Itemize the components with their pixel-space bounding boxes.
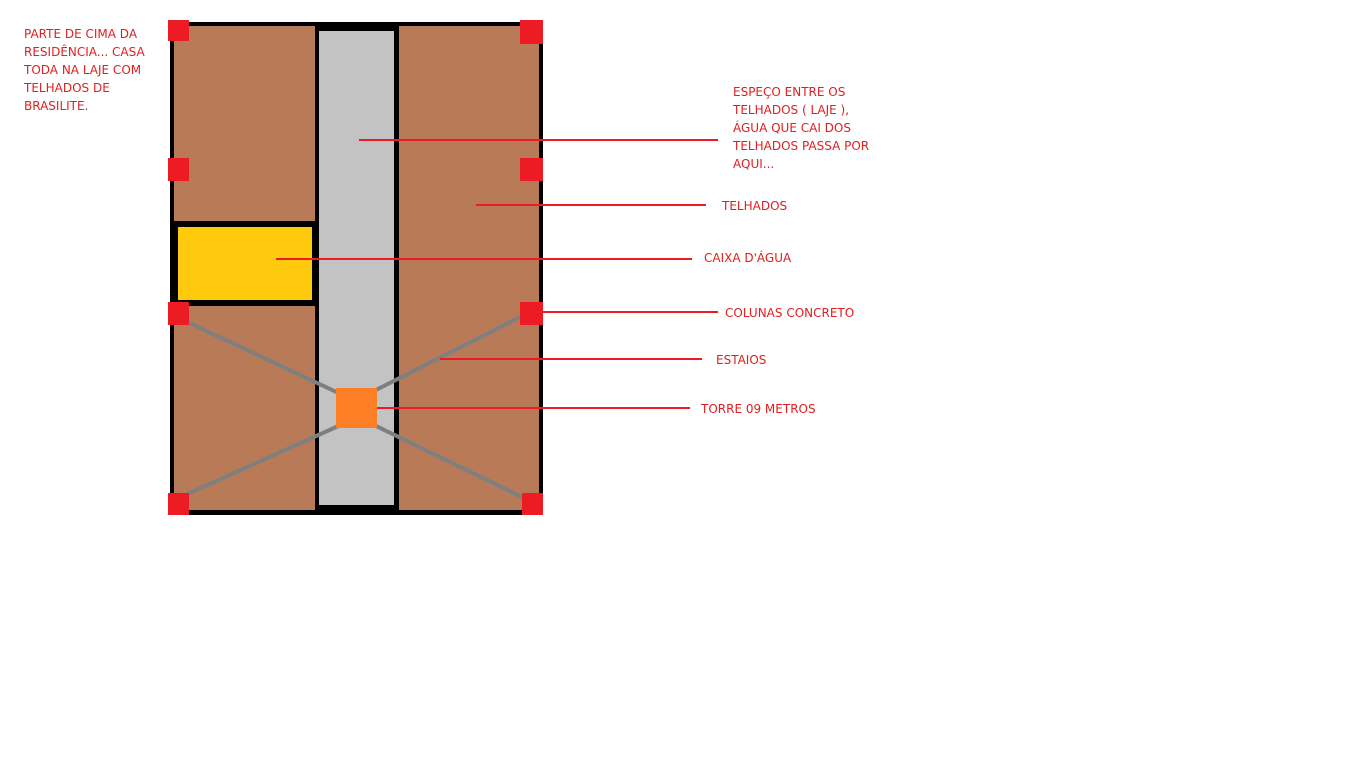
tower bbox=[336, 388, 377, 428]
roof-right bbox=[399, 26, 539, 510]
label-caixa: CAIXA D'ÁGUA bbox=[704, 250, 792, 265]
central-slab bbox=[319, 31, 394, 505]
column bbox=[168, 158, 189, 181]
guy-wire bbox=[369, 311, 529, 395]
note-text: PARTE DE CIMA DA RESIDÊNCIA... CASA TODA… bbox=[24, 27, 145, 113]
concrete-columns bbox=[168, 20, 543, 515]
column bbox=[168, 302, 189, 325]
roof-left-top bbox=[174, 26, 315, 221]
column bbox=[520, 302, 543, 325]
water-tank bbox=[178, 227, 312, 300]
column bbox=[168, 493, 189, 515]
label-telhados: TELHADOS bbox=[721, 199, 787, 213]
guy-wire bbox=[369, 421, 529, 502]
pointer-lines bbox=[276, 139, 718, 409]
column bbox=[522, 493, 543, 515]
guy-wires bbox=[180, 311, 529, 502]
label-espaco: ESPEÇO ENTRE OS TELHADOS ( LAJE ), ÁGUA … bbox=[732, 85, 873, 171]
guy-wire bbox=[180, 421, 346, 499]
column bbox=[168, 20, 189, 41]
label-torre: TORRE 09 METROS bbox=[700, 402, 816, 416]
label-estaios: ESTAIOS bbox=[716, 353, 766, 367]
column bbox=[520, 158, 543, 181]
column bbox=[520, 20, 543, 44]
guy-wire bbox=[180, 317, 348, 399]
roof-left-bottom bbox=[174, 306, 315, 510]
label-colunas: COLUNAS CONCRETO bbox=[725, 306, 854, 320]
